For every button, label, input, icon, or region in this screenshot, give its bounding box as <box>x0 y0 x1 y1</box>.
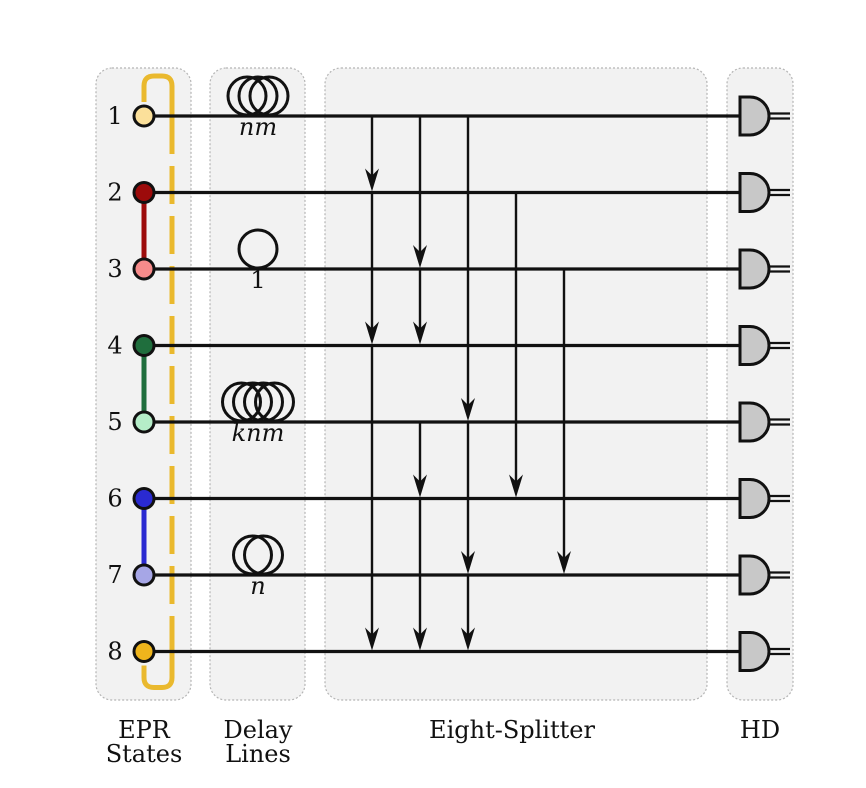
mode-dots <box>132 104 156 663</box>
coupling-arrowhead <box>461 627 475 651</box>
delay-coil <box>232 534 284 576</box>
detector-icon <box>738 401 771 443</box>
mode-number: 6 <box>107 485 122 513</box>
caption-eight-splitter: Eight-Splitter <box>429 716 595 744</box>
mode-dot <box>132 487 156 510</box>
delay-loops: nm 1 knm n <box>221 75 295 600</box>
mode-number: 7 <box>107 561 122 589</box>
delay-label: 1 <box>250 266 265 294</box>
coupling-arrowhead <box>365 168 379 192</box>
mode-dot <box>132 181 156 204</box>
coupling-arrowhead <box>413 321 427 345</box>
delay-loop <box>221 381 262 423</box>
coupling-arrowhead <box>413 474 427 498</box>
mode-dot <box>132 334 156 357</box>
delay-loop <box>243 381 284 423</box>
mode-number: 8 <box>107 638 122 666</box>
mode-number: 5 <box>107 408 122 436</box>
caption-delay-line2: Lines <box>225 740 291 768</box>
caption-epr-line1: EPR <box>118 716 171 744</box>
detector-panel <box>726 67 794 701</box>
delay-loop <box>226 75 268 117</box>
mode-dot <box>132 410 156 434</box>
coupling-arrowhead <box>509 474 523 498</box>
delay-loop <box>237 75 279 117</box>
delay-label: n <box>250 572 265 600</box>
detector-icon <box>738 325 771 366</box>
delay-loop <box>232 534 273 576</box>
mode-number: 3 <box>107 255 122 283</box>
delay-loop <box>232 381 273 423</box>
homodyne-detectors <box>738 95 790 672</box>
mode-number: 1 <box>107 102 122 130</box>
detector-icon <box>738 478 771 519</box>
coupling-arrowhead <box>365 627 379 651</box>
delay-coil <box>226 75 290 117</box>
detector-icon <box>738 95 771 137</box>
delay-coil <box>237 228 279 270</box>
mode-number: 2 <box>107 179 122 207</box>
delay-loop <box>254 381 295 423</box>
caption-hd: HD <box>740 716 780 744</box>
mode-dot <box>132 104 156 128</box>
delay-loop <box>243 534 284 576</box>
detector-icon <box>738 554 771 596</box>
detector-icon <box>738 172 771 213</box>
coupling-arrowhead <box>461 398 475 421</box>
mode-wires <box>144 114 740 654</box>
entanglement-links <box>141 73 175 690</box>
detector-icon <box>738 631 771 672</box>
coupling-arrowhead <box>413 245 427 268</box>
mode-dot <box>132 257 156 281</box>
detector-icon <box>738 248 771 290</box>
mode-dot <box>132 640 156 663</box>
mode-number: 4 <box>107 332 122 360</box>
splitter-couplings <box>365 116 571 651</box>
coupling-arrowhead <box>461 551 475 574</box>
delay-loop <box>237 228 279 270</box>
outer-link-bottom <box>141 651 175 690</box>
delay-label: nm <box>239 113 277 141</box>
outer-link-top <box>141 73 175 116</box>
delay-label: knm <box>232 419 285 447</box>
caption-delay-line1: Delay <box>224 716 293 744</box>
mode-labels: 1 2 3 4 5 6 7 8 <box>107 102 122 666</box>
coupling-arrowhead <box>365 321 379 345</box>
caption-epr-line2: States <box>106 740 183 768</box>
mode-dot <box>132 563 156 587</box>
delay-loop <box>248 75 290 117</box>
coupling-arrowhead <box>413 627 427 651</box>
delay-coil <box>221 381 295 423</box>
coupling-arrowhead <box>557 551 571 574</box>
